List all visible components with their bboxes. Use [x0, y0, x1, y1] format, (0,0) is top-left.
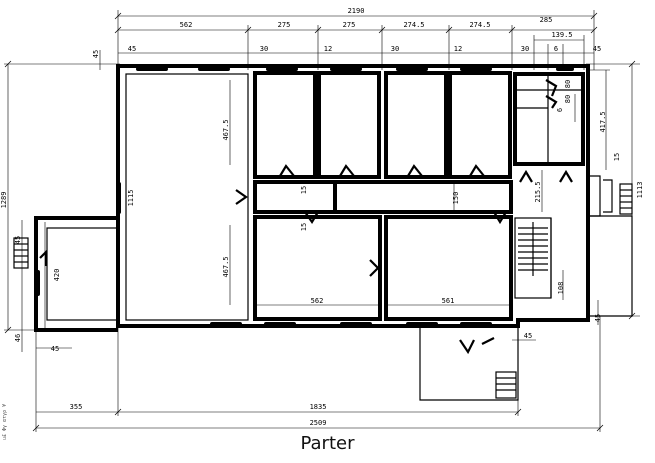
dim-room-562: 562: [311, 297, 324, 305]
dim-top-274-5-a: 274.5: [403, 21, 424, 29]
dim-left-46: 46: [14, 334, 22, 342]
dim-wall-12-a: 12: [324, 45, 332, 53]
dim-bottom-1835: 1835: [310, 403, 327, 411]
corner-note: u£ Φγ ατγρ ¥: [2, 403, 8, 440]
dim-room-467-5-a: 467.5: [222, 119, 230, 140]
dim-small-6: 6: [556, 108, 564, 112]
staircase: [518, 222, 548, 276]
dimension-lines: [4, 10, 640, 432]
dim-stair-108: 108: [557, 282, 565, 295]
dim-top-274-5-b: 274.5: [469, 21, 490, 29]
dim-room-467-5-b: 467.5: [222, 256, 230, 277]
dim-top-275-a: 275: [278, 21, 291, 29]
dim-left-1115: 1115: [127, 190, 135, 207]
dim-wall-30-a: 30: [260, 45, 268, 53]
dim-top-275-b: 275: [343, 21, 356, 29]
dim-bottom-2509: 2509: [310, 419, 327, 427]
dimension-labels: 2190 562 275 275 274.5 274.5 285 139.5 6…: [0, 7, 644, 427]
dim-corr-15-b: 15: [300, 223, 308, 231]
dim-top-total: 2190: [348, 7, 365, 15]
dim-wall-30-b: 30: [391, 45, 399, 53]
dim-right-417-5: 417.5: [599, 111, 607, 132]
dim-small-80-b: 80: [564, 95, 572, 103]
dim-wall-30-c: 30: [521, 45, 529, 53]
windows: [36, 67, 574, 326]
dim-wall-45-b: 45: [593, 45, 601, 53]
dim-corr-150: 150: [452, 192, 460, 205]
floor-plan-caption: Parter: [300, 433, 355, 454]
dim-wall-12-b: 12: [454, 45, 462, 53]
dim-bottom-45: 45: [51, 345, 59, 353]
dim-entry-45: 45: [524, 332, 532, 340]
dim-wall-45-a: 45: [128, 45, 136, 53]
dim-top-139-5: 139.5: [551, 31, 572, 39]
dim-right-15: 15: [613, 153, 621, 161]
dim-left-1289: 1289: [0, 192, 8, 209]
dim-stair-215-5: 215.5: [534, 181, 542, 202]
dim-corr-15-a: 15: [300, 186, 308, 194]
dim-right-45: 45: [594, 314, 602, 322]
dim-bottom-355: 355: [70, 403, 83, 411]
dim-room-561: 561: [442, 297, 455, 305]
dim-top-285: 285: [540, 16, 553, 24]
doors: [39, 79, 573, 355]
walls: [13, 64, 633, 401]
dim-small-80-a: 80: [564, 80, 572, 88]
dim-top-6: 6: [554, 45, 558, 53]
dim-left-45-side: 45: [14, 236, 22, 244]
dim-top-562: 562: [180, 21, 193, 29]
dim-left-420: 420: [53, 269, 61, 282]
dim-right-1113: 1113: [636, 182, 644, 199]
dim-left-45: 45: [92, 50, 100, 58]
